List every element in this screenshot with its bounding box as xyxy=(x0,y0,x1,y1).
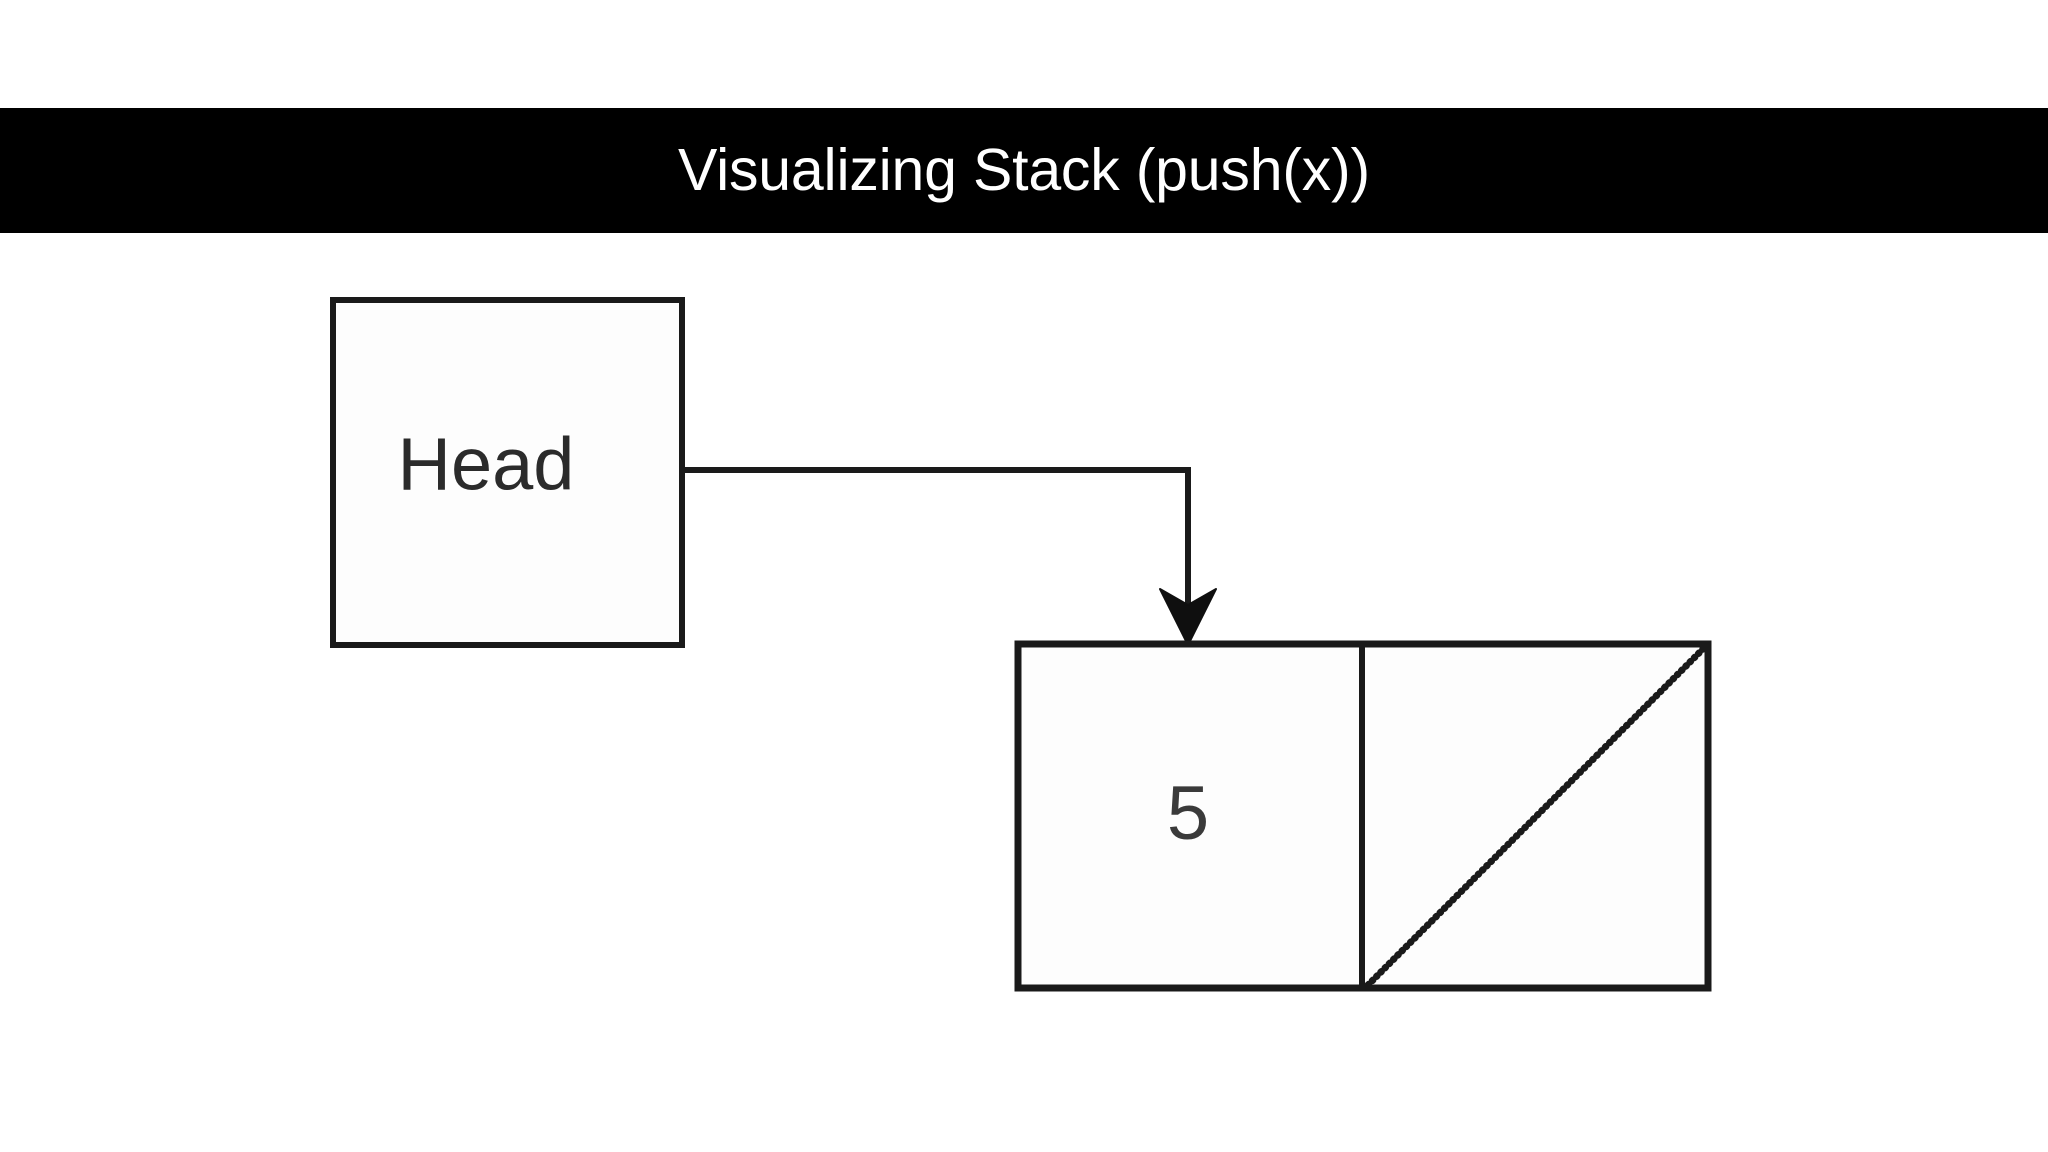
arrowhead-icon xyxy=(1159,588,1217,646)
node-0-null-slash-icon xyxy=(1364,645,1707,989)
linked-list-diagram: Head 5 xyxy=(330,297,1712,992)
diagram-canvas: Head 5 xyxy=(0,233,2048,1152)
node-0: 5 xyxy=(1014,640,1712,992)
head-to-node-link xyxy=(682,467,1217,646)
title-bar: Visualizing Stack (push(x)) xyxy=(0,108,2048,233)
link-elbow-path xyxy=(682,467,1191,631)
head-box: Head xyxy=(330,297,685,648)
page-title: Visualizing Stack (push(x)) xyxy=(678,137,1370,203)
node-0-value: 5 xyxy=(1167,771,1209,856)
head-box-label: Head xyxy=(398,423,575,506)
head-box-rect xyxy=(330,297,685,648)
